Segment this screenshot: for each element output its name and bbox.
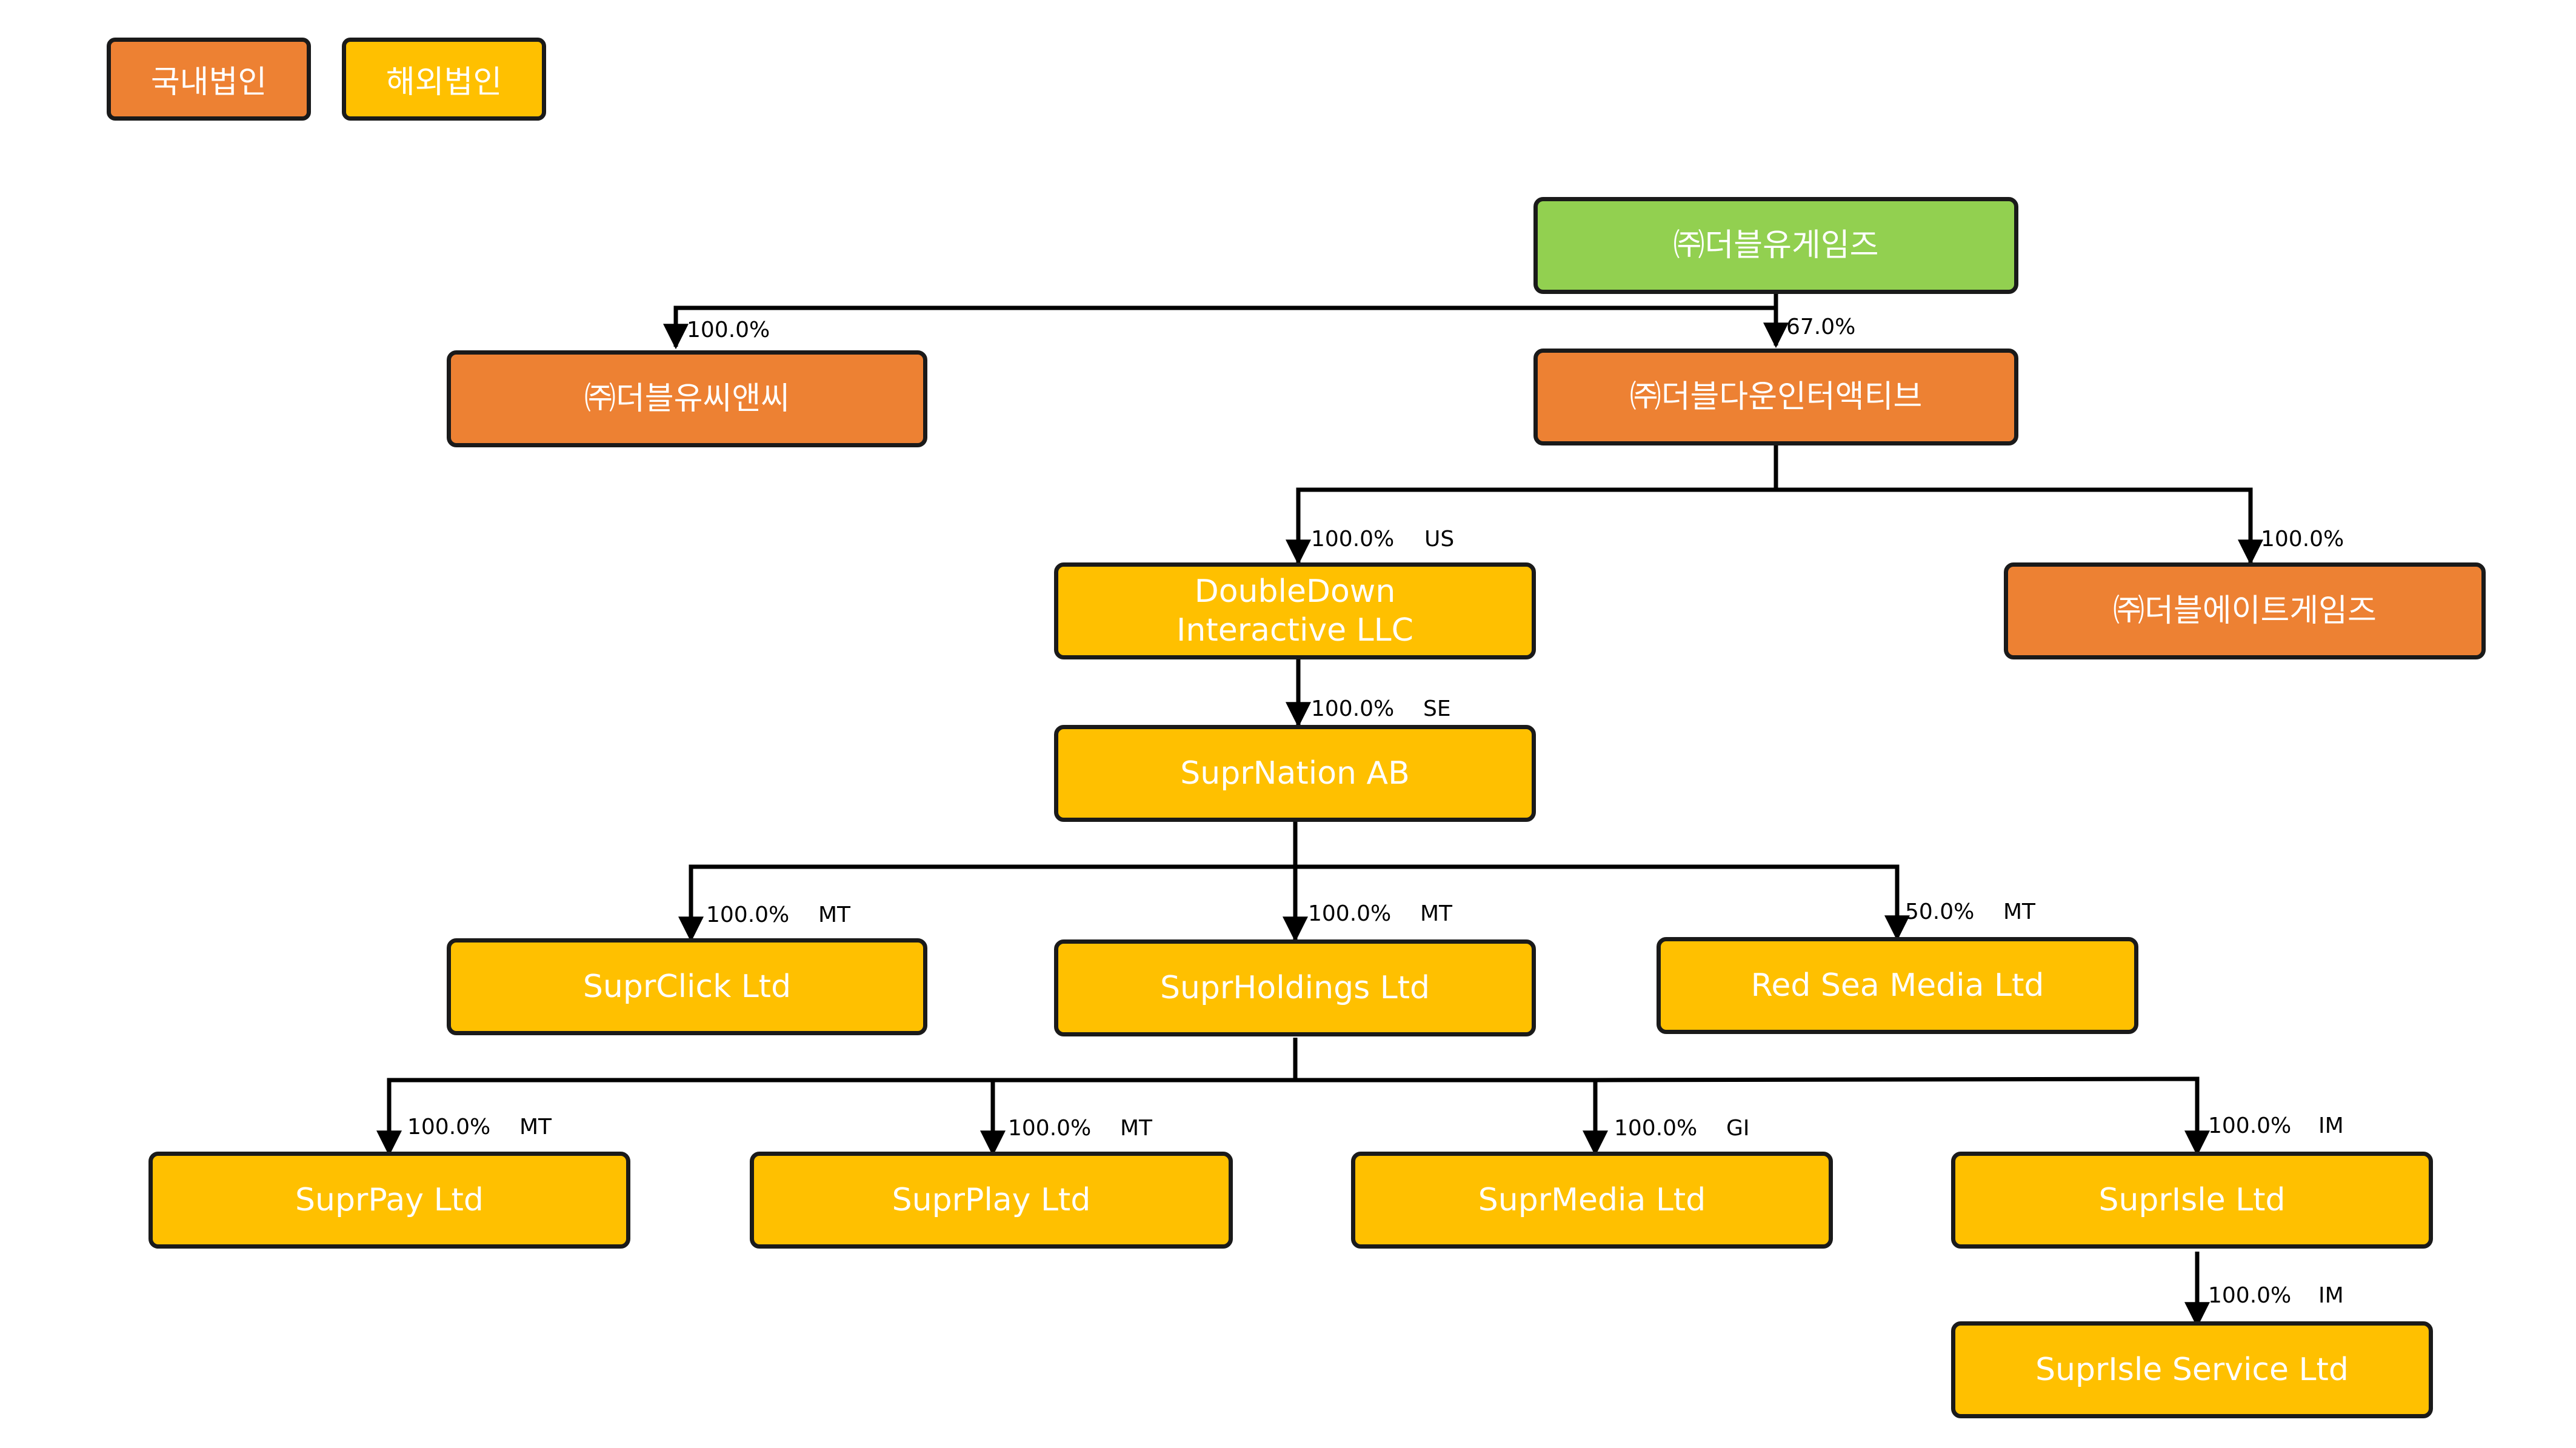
edge-label-suprholdings-pct: 100.0% — [1308, 901, 1392, 926]
edge-ddi-d8 — [1776, 487, 2263, 566]
edge-label-wgames-wnc-pct: 100.0% — [687, 318, 770, 342]
edge-label-redsea-country: MT — [2003, 899, 2036, 924]
edge-label-suprmedia-country: GI — [1726, 1116, 1750, 1141]
edge-label-llc-suprnation-pct: 100.0% — [1311, 696, 1395, 721]
node-suprnation: SuprNation AB — [1054, 725, 1536, 822]
node-suprclick: SuprClick Ltd — [447, 938, 927, 1035]
edge-suprnation-redsea — [1295, 864, 1910, 941]
edge-holdings-suprmedia — [1295, 1078, 1608, 1156]
edge-label-suprisle-country: IM — [2318, 1113, 2344, 1138]
node-suprmedia: SuprMedia Ltd — [1351, 1152, 1833, 1249]
edge-wgames-wnc — [663, 294, 1778, 350]
node-suprpay: SuprPay Ltd — [148, 1152, 630, 1249]
edge-label-wgames-ddi-pct: 67.0% — [1786, 315, 1856, 339]
edge-holdings-suprisle — [1595, 1076, 2210, 1156]
edge-label-isle-service-pct: 100.0% — [2208, 1283, 2292, 1308]
edge-label-suprplay-country: MT — [1120, 1116, 1153, 1141]
legend-overseas: 해외법인 — [342, 38, 546, 121]
edge-label-isle-service-country: IM — [2318, 1283, 2344, 1308]
edge-label-suprpay-country: MT — [519, 1115, 552, 1139]
node-suprisle-service: SuprIsle Service Ltd — [1951, 1321, 2433, 1418]
edge-label-ddi-llc-pct: 100.0% — [1311, 527, 1395, 552]
legend-overseas-label: 해외법인 — [385, 64, 502, 101]
legend-domestic: 국내법인 — [107, 38, 311, 121]
edge-label-suprisle-pct: 100.0% — [2208, 1113, 2292, 1138]
edge-label-ddi-llc-country: US — [1424, 527, 1455, 552]
node-suprisle: SuprIsle Ltd — [1951, 1152, 2433, 1249]
edge-label-redsea-pct: 50.0% — [1905, 899, 1975, 924]
node-ddi: ㈜더블다운인터액티브 — [1533, 349, 2018, 445]
edge-label-suprmedia-pct: 100.0% — [1614, 1116, 1698, 1141]
node-suprplay: SuprPlay Ltd — [750, 1152, 1233, 1249]
edge-label-ddi-d8-pct: 100.0% — [2261, 527, 2344, 552]
edge-label-suprclick-pct: 100.0% — [706, 902, 790, 927]
edge-ddi-branch — [1286, 445, 1778, 566]
edge-label-suprholdings-country: MT — [1420, 901, 1453, 926]
node-ddi-llc: DoubleDown Interactive LLC — [1054, 562, 1536, 659]
node-wgames: ㈜더블유게임즈 — [1533, 197, 2018, 294]
edge-suprnation-suprclick — [678, 821, 1298, 943]
node-suprholdings: SuprHoldings Ltd — [1054, 939, 1536, 1036]
edge-label-suprpay-pct: 100.0% — [407, 1115, 491, 1139]
node-d8: ㈜더블에이트게임즈 — [2004, 562, 2486, 659]
node-redsea: Red Sea Media Ltd — [1657, 937, 2138, 1034]
node-wnc: ㈜더블유씨앤씨 — [447, 350, 927, 447]
edge-holdings-suprplay — [980, 1078, 1295, 1156]
edge-label-suprclick-country: MT — [818, 902, 851, 927]
edge-label-llc-suprnation-country: SE — [1423, 696, 1451, 721]
edge-holdings-suprpay — [376, 1038, 1298, 1156]
legend-domestic-label: 국내법인 — [150, 64, 267, 101]
edge-label-suprplay-pct: 100.0% — [1008, 1116, 1092, 1141]
